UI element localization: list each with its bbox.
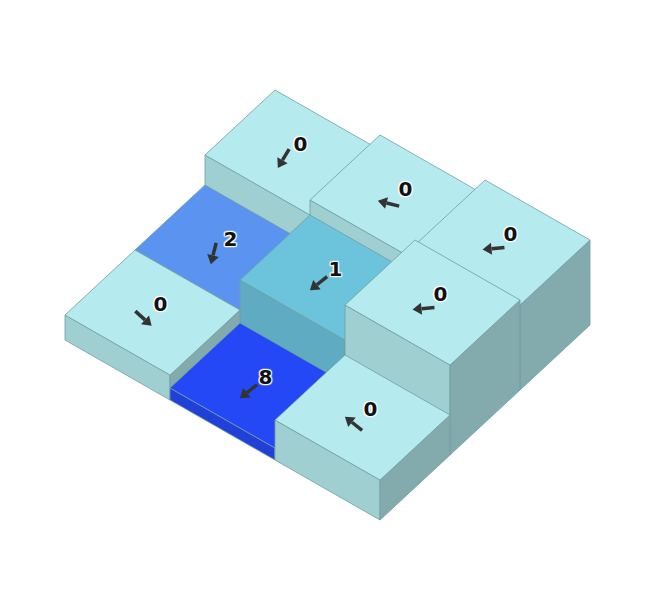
cell-value: 2 [224,229,238,249]
arrow-head [277,157,287,168]
arrow-head [207,254,219,264]
arrow-shaft [387,203,400,206]
arrow-head [310,280,321,290]
block-top-face [415,180,590,305]
arrow-head [345,417,356,427]
cell-value: 0 [504,224,518,244]
direction-arrow [345,417,362,431]
direction-arrow [277,149,289,168]
cell-value: 0 [434,284,448,304]
direction-arrow [207,243,219,264]
arrow-head [141,315,152,325]
arrow-shaft [247,385,257,393]
cell-value: 0 [294,134,308,154]
arrow-shaft [213,243,216,256]
direction-arrow [135,311,151,326]
direction-arrow [483,243,505,255]
direction-arrow [413,303,435,315]
arrow-shaft [135,311,145,320]
cell-value: 8 [259,367,273,387]
arrow-head [240,388,251,398]
direction-arrow [240,385,257,399]
arrow-shaft [282,149,289,160]
arrow-head [413,303,423,315]
arrow-shaft [492,247,505,248]
cell-value: 1 [329,259,343,279]
cell-value: 0 [399,179,413,199]
direction-arrow [378,197,399,209]
cell-value: 0 [154,294,168,314]
block-top-face [275,355,450,480]
grid-block [275,355,450,520]
arrow-head [378,197,388,209]
arrow-shaft [317,277,327,285]
arrow-shaft [352,422,362,430]
arrow-head [483,243,493,255]
cell-value: 0 [364,399,378,419]
arrow-shaft [422,307,435,308]
block-top-face [345,240,520,365]
direction-arrow [310,277,327,291]
